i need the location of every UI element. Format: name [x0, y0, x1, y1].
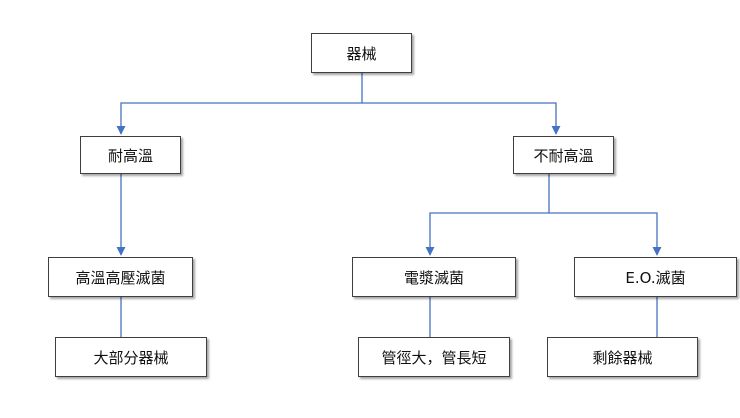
node-remaining-instruments: 剩餘器械: [547, 337, 698, 377]
node-label: 器械: [346, 44, 377, 63]
node-label: 管徑大，管長短: [381, 348, 487, 367]
node-large-lumen-short-length: 管徑大，管長短: [358, 337, 510, 377]
connector-root-to-noheat: [362, 102, 561, 135]
connector-noheat-to-eo: [549, 212, 662, 256]
node-label: 不耐高溫: [533, 146, 594, 165]
node-eo-sterilization: E.O.滅菌: [574, 257, 737, 297]
connector-noheat-to-plasma: [425, 174, 550, 256]
node-heat-resistant: 耐高溫: [80, 136, 181, 174]
node-instruments: 器械: [311, 33, 412, 73]
node-label: 高溫高壓滅菌: [75, 268, 166, 287]
node-label: 大部分器械: [93, 348, 169, 367]
node-autoclave-sterilization: 高溫高壓滅菌: [48, 257, 193, 297]
node-most-instruments: 大部分器械: [55, 337, 207, 377]
node-label: E.O.滅菌: [625, 268, 686, 287]
connector-root-to-heat: [116, 73, 363, 135]
node-label: 電漿滅菌: [403, 268, 464, 287]
node-label: 剩餘器械: [592, 348, 653, 367]
node-not-heat-resistant: 不耐高溫: [513, 136, 614, 174]
node-plasma-sterilization: 電漿滅菌: [352, 257, 516, 297]
node-label: 耐高溫: [107, 146, 153, 165]
